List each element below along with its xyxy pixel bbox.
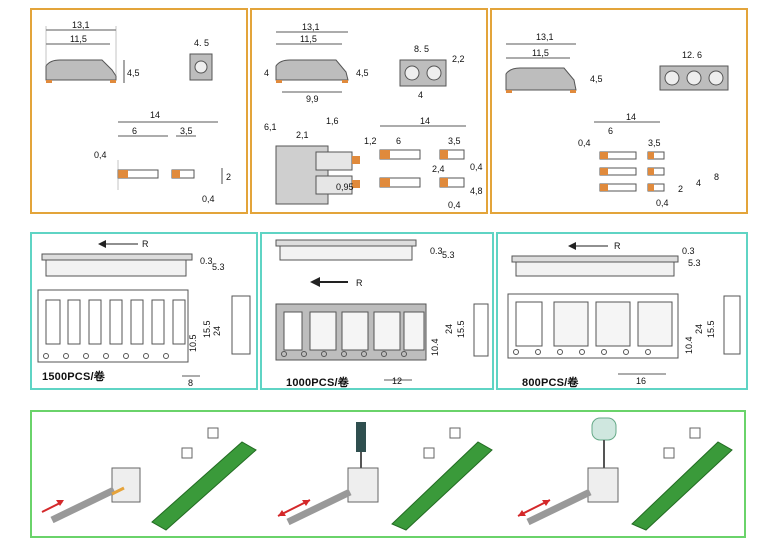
dim-2-1: 2,1 xyxy=(296,130,309,140)
quantity-label: 1000PCS/卷 xyxy=(286,377,349,389)
dim-4: 4 xyxy=(264,68,269,78)
dim-0-3: 0.3 xyxy=(682,246,695,256)
dim-0-4: 0,4 xyxy=(470,162,483,172)
dim-13-1: 13,1 xyxy=(302,22,320,32)
tape-drawing-3: R 0.3 5.3 24 15.5 10.4 16 xyxy=(507,241,741,386)
dim-4-5: 4,5 xyxy=(590,74,603,84)
dim-0-4-b: 0,4 xyxy=(656,198,669,208)
dim-12-6: 12. 6 xyxy=(682,50,702,60)
dim-11-5: 11,5 xyxy=(532,48,549,58)
dim-1-2: 1,2 xyxy=(364,136,377,146)
dim-4-5: 4,5 xyxy=(356,68,369,78)
drawing-3pin: 13,1 11,5 4,5 12. 6 14 6 0,4 3,5 8 4 2 0… xyxy=(505,32,729,208)
usage-panel xyxy=(30,410,746,538)
dim-5-3: 5.3 xyxy=(442,250,455,260)
dim-0-4-b: 0,4 xyxy=(202,194,215,204)
dim-6: 6 xyxy=(132,126,137,136)
drawing-2pin: 13,1 11,5 4 4,5 9,9 8. 5 2,2 4 6,1 2,1 1… xyxy=(264,22,483,210)
dim-8: 8 xyxy=(714,172,719,182)
dim-24: 24 xyxy=(212,326,222,336)
dim-5-3: 5.3 xyxy=(688,258,701,268)
dim-4-b: 4 xyxy=(418,90,423,100)
step-2-screwdriver xyxy=(277,422,493,531)
step-1-insert xyxy=(41,427,257,531)
dim-3-5: 3,5 xyxy=(448,136,461,146)
dim-0-4-b: 0,4 xyxy=(448,200,461,210)
dim-13-1: 13,1 xyxy=(536,32,554,42)
dim-0-95: 0,95 xyxy=(336,182,354,192)
dim-10-4: 10.4 xyxy=(684,336,694,354)
dim-13-1: 13,1 xyxy=(72,20,90,30)
quantity-label: 1500PCS/卷 xyxy=(42,371,105,383)
dim-15-5: 15.5 xyxy=(706,320,716,338)
dim-15-5: 15.5 xyxy=(456,320,466,338)
dim-9-9: 9,9 xyxy=(306,94,319,104)
drawing-panel-3pin: 13,1 11,5 4,5 12. 6 14 6 0,4 3,5 8 4 2 0… xyxy=(490,8,748,214)
dim-10-5: 10.5 xyxy=(188,334,198,352)
drawing-panel-2pin: 13,1 11,5 4 4,5 9,9 8. 5 2,2 4 6,1 2,1 1… xyxy=(250,8,488,214)
tape-panel-3: R 0.3 5.3 24 15.5 10.4 16 800PCS/卷 xyxy=(496,232,748,390)
dim-0-4: 0,4 xyxy=(578,138,591,148)
drawing-panel-1pin: 13,1 11,5 4,5 4. 5 14 6 3,5 0,4 2 0,4 xyxy=(30,8,248,214)
dim-2: 2 xyxy=(226,172,231,182)
dim-0-3: 0.3 xyxy=(200,256,213,266)
drawing-1pin: 13,1 11,5 4,5 4. 5 14 6 3,5 0,4 2 0,4 xyxy=(45,20,231,204)
tape-drawing-2: 0.3 5.3 R 24 15.5 10.4 12 xyxy=(275,239,489,386)
dim-2: 2 xyxy=(678,184,683,194)
dim-pitch: 16 xyxy=(636,376,646,386)
dim-6-1: 6,1 xyxy=(264,122,277,132)
tape-panel-2: 0.3 5.3 R 24 15.5 10.4 12 1000PCS/卷 xyxy=(260,232,494,390)
dim-0-3: 0.3 xyxy=(430,246,443,256)
direction-label: R xyxy=(356,278,363,288)
tape-panel-1: R 0.3 5.3 24 15.5 10.5 8 1500PCS/卷 xyxy=(30,232,258,390)
dim-3-5: 3,5 xyxy=(180,126,193,136)
dim-5-3: 5.3 xyxy=(212,262,225,272)
dim-8-5: 8. 5 xyxy=(414,44,429,54)
dim-24: 24 xyxy=(694,324,704,334)
dim-14: 14 xyxy=(626,112,636,122)
dim-2-2: 2,2 xyxy=(452,54,465,64)
dim-15-5: 15.5 xyxy=(202,320,212,338)
dim-4-5: 4,5 xyxy=(127,68,140,78)
dim-pitch: 12 xyxy=(392,376,402,386)
dim-3-5: 3,5 xyxy=(648,138,661,148)
dim-14: 14 xyxy=(420,116,430,126)
dim-4: 4 xyxy=(696,178,701,188)
direction-label: R xyxy=(614,241,621,251)
step-3-release xyxy=(517,417,733,531)
dim-6: 6 xyxy=(396,136,401,146)
dim-24: 24 xyxy=(444,324,454,334)
dim-14: 14 xyxy=(150,110,160,120)
dim-10-4: 10.4 xyxy=(430,338,440,356)
tape-drawing-1: R 0.3 5.3 24 15.5 10.5 8 xyxy=(37,239,251,388)
quantity-label: 800PCS/卷 xyxy=(522,377,579,389)
dim-11-5: 11,5 xyxy=(70,34,87,44)
usage-illustrations xyxy=(41,417,733,531)
dim-0-4: 0,4 xyxy=(94,150,107,160)
dim-pitch: 8 xyxy=(188,378,193,388)
direction-label: R xyxy=(142,239,149,249)
dim-2-4: 2,4 xyxy=(432,164,445,174)
dim-6: 6 xyxy=(608,126,613,136)
dim-11-5: 11,5 xyxy=(300,34,317,44)
dim-4-8: 4,8 xyxy=(470,186,483,196)
dim-4-5-top: 4. 5 xyxy=(194,38,209,48)
dim-1-6: 1,6 xyxy=(326,116,339,126)
